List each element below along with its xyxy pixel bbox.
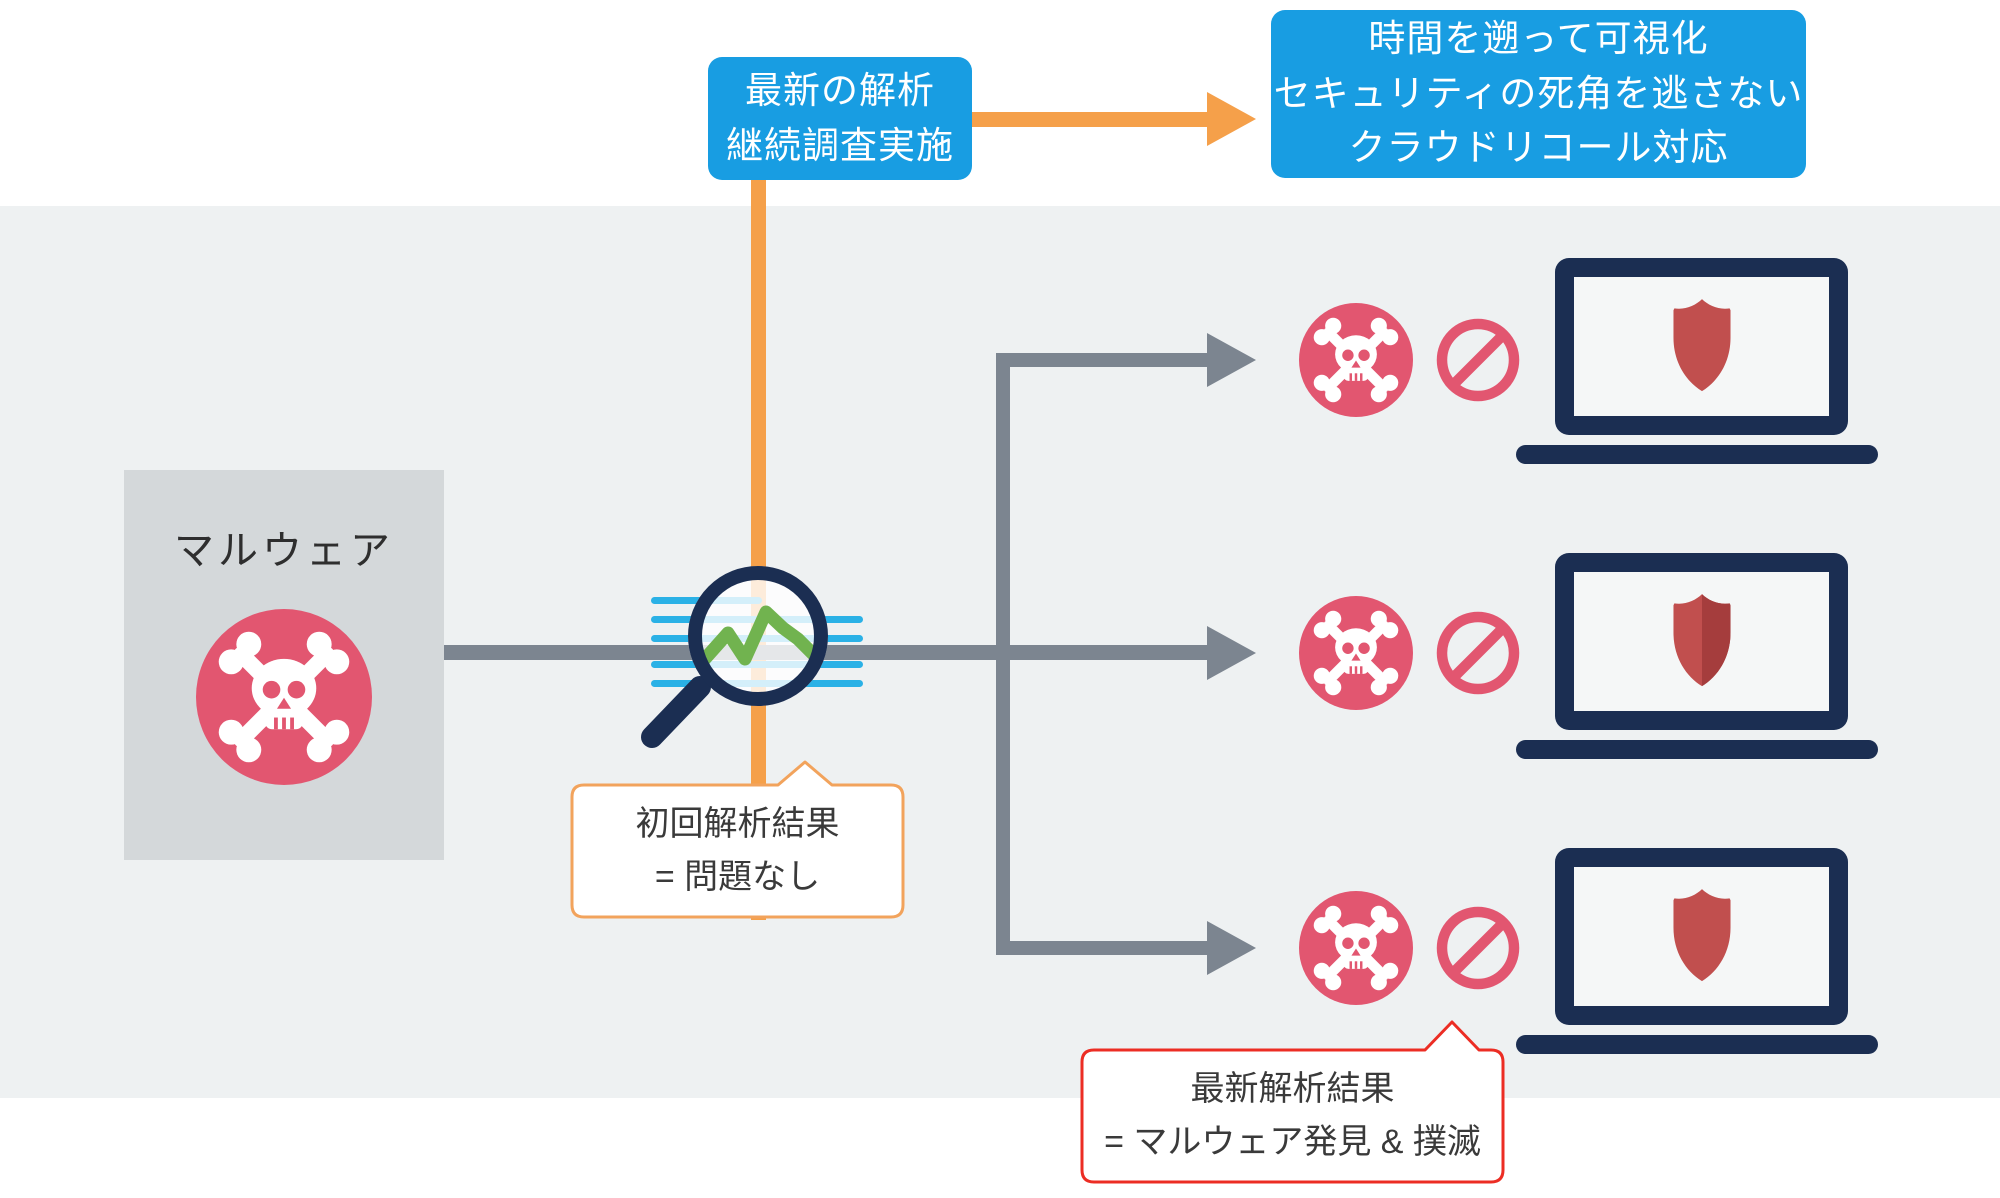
laptop-shield-icon	[1516, 553, 1878, 803]
laptop-screen	[1555, 848, 1848, 1025]
skull-crossbones-icon	[1299, 891, 1413, 1005]
prohibition-icon	[1433, 903, 1523, 993]
analysis-box: 最新の解析 継続調査実施	[708, 57, 972, 180]
laptop-base	[1516, 445, 1878, 464]
orange-arrowhead-icon	[1207, 92, 1256, 146]
benefit-box: 時間を遡って可視化 セキュリティの死角を逃さない クラウドリコール対応	[1271, 10, 1806, 178]
shield-icon	[1656, 589, 1748, 695]
connector-branch-vertical	[996, 353, 1010, 955]
initial-result-callout: 初回解析結果 = 問題なし	[572, 785, 903, 917]
latest-result-callout-bubble	[1080, 1020, 1505, 1184]
benefit-box-line2: セキュリティの死角を逃さない	[1273, 72, 1804, 114]
analysis-box-line1: 最新の解析	[745, 69, 935, 111]
gray-arrowhead-icon	[1207, 626, 1256, 680]
gray-arrowhead-icon	[1207, 333, 1256, 387]
laptop-screen	[1555, 553, 1848, 730]
prohibition-icon	[1433, 315, 1523, 405]
prohibition-icon	[1433, 608, 1523, 698]
connector-branch-top	[996, 353, 1207, 367]
shield-icon	[1656, 884, 1748, 990]
initial-result-line2: = 問題なし	[654, 858, 821, 896]
latest-result-line2: = マルウェア発見 & 撲滅	[1104, 1123, 1481, 1161]
malware-panel: マルウェア	[124, 470, 444, 860]
initial-result-callout-bubble	[570, 760, 905, 919]
laptop-base	[1516, 1035, 1878, 1054]
skull-crossbones-icon	[196, 609, 372, 785]
initial-result-line1: 初回解析結果	[635, 805, 840, 844]
magnifier-trend-chart-icon	[641, 566, 828, 748]
skull-crossbones-icon	[1299, 596, 1413, 710]
connector-orange-horizontal	[972, 112, 1208, 127]
skull-crossbones-icon	[1299, 303, 1413, 417]
laptop-screen	[1555, 258, 1848, 435]
gray-arrowhead-icon	[1207, 921, 1256, 975]
benefit-box-line3: クラウドリコール対応	[1348, 127, 1729, 169]
malware-label: マルウェア	[174, 529, 394, 573]
analysis-box-line2: 継続調査実施	[726, 124, 954, 166]
laptop-base	[1516, 740, 1878, 759]
latest-result-callout: 最新解析結果 = マルウェア発見 & 撲滅	[1082, 1050, 1503, 1182]
shield-icon	[1656, 294, 1748, 400]
laptop-shield-icon	[1516, 258, 1878, 508]
connector-branch-bottom	[996, 941, 1207, 955]
connector-orange-vertical	[751, 178, 766, 920]
latest-result-line1: 最新解析結果	[1190, 1070, 1395, 1109]
benefit-box-line1: 時間を遡って可視化	[1368, 17, 1709, 59]
laptop-shield-icon	[1516, 848, 1878, 1098]
